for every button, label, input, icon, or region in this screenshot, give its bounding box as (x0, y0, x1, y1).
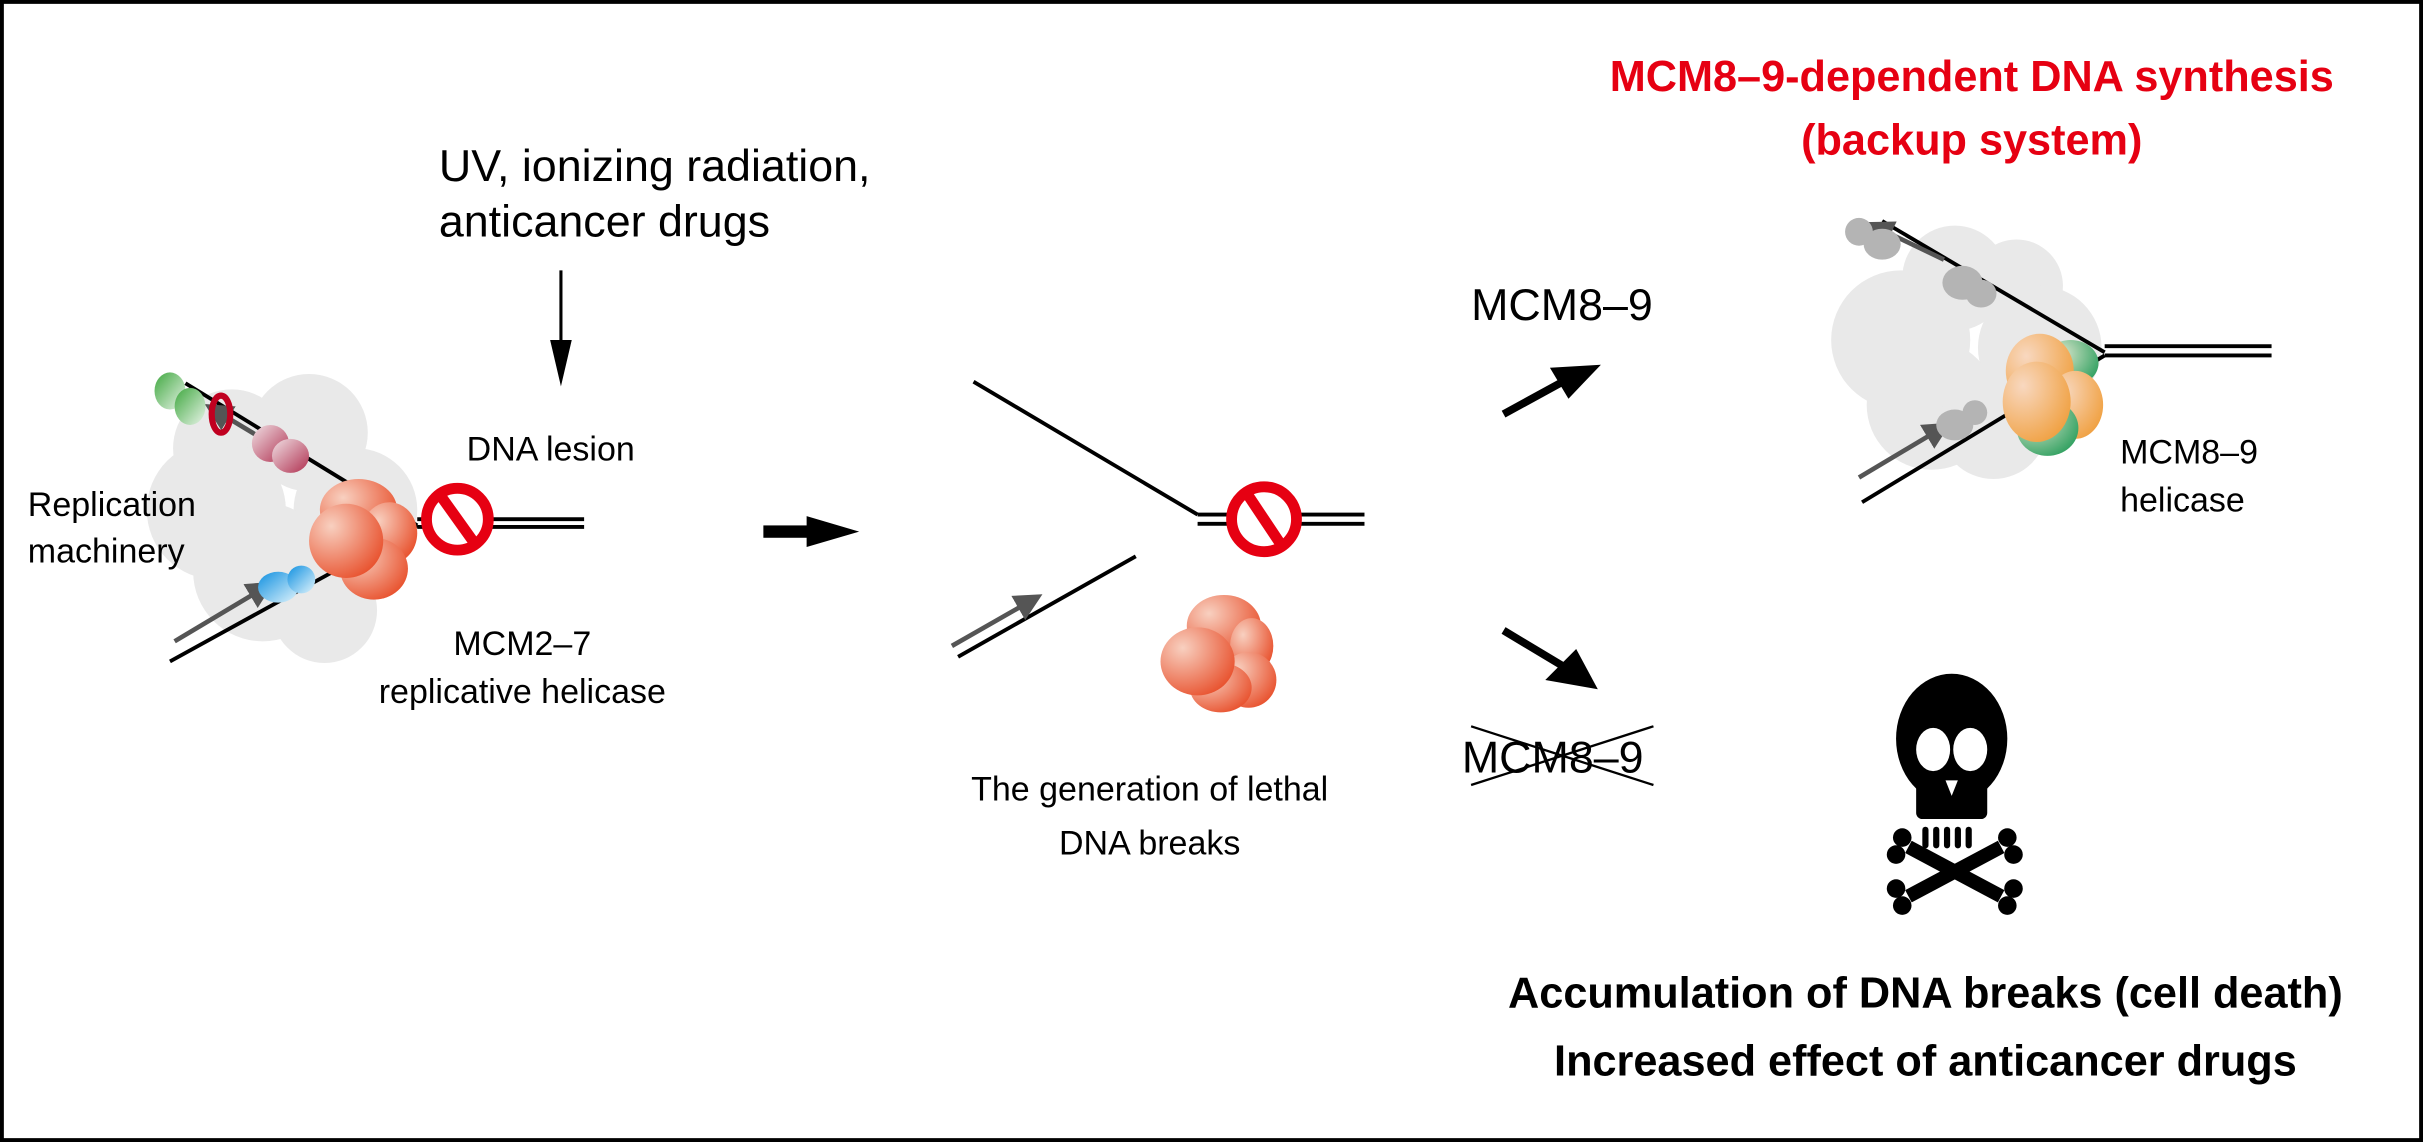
lesion-block-icon (1226, 481, 1302, 558)
mcm2-7-label: MCM2–7 (453, 625, 591, 663)
stage2-fork-collapse: The generation of lethal DNA breaks (950, 380, 1365, 863)
dna-lesion-label: DNA lesion (467, 431, 635, 469)
lesion-block-icon (421, 482, 494, 556)
strikethrough (1470, 725, 1654, 787)
outcome-text: Accumulation of DNA breaks (cell death) (1508, 970, 2343, 1018)
replication-machinery-label: Replication (28, 486, 196, 524)
broken-strand (957, 554, 1137, 659)
outcome-text-2: Increased effect of anticancer drugs (1554, 1038, 2297, 1086)
right-arrow-icon (763, 516, 860, 548)
mcm8-9-absent-label: MCM8–9 (1462, 725, 1654, 787)
down-right-arrow-icon (1501, 627, 1598, 690)
protein-pink (251, 424, 310, 473)
protein-blue (258, 565, 316, 603)
damage-cause-label-2: anticancer drugs (439, 196, 770, 246)
detached-mcm2-7-helicase (1160, 594, 1277, 713)
mcm2-7-label-2: replicative helicase (379, 673, 666, 711)
mcm8-9-helicase-label: MCM8–9 (2120, 434, 2258, 472)
protein-green (154, 372, 206, 425)
stage3-mcm8-9-loss: MCM8–9 Accumulation of DN (1462, 627, 2343, 1086)
down-arrow-icon (550, 270, 572, 387)
mcm8-9-helicase-label-2: helicase (2120, 482, 2245, 520)
backup-title: MCM8–9-dependent DNA synthesis (1610, 53, 2334, 101)
stage3-backup-pathway: MCM8–9-dependent DNA synthesis (backup s… (1471, 53, 2334, 519)
up-right-arrow-icon (1501, 364, 1601, 418)
pcna-ring (208, 392, 234, 436)
mcm2-7-helicase (309, 479, 418, 600)
backup-title-2: (backup system) (1801, 117, 2142, 165)
nascent-strand-arrow-icon (173, 581, 275, 644)
stage1-replication-fork: UV, ionizing radiation, anticancer drugs… (28, 141, 871, 711)
mcm8-9-pathway-label: MCM8–9 (1471, 280, 1653, 330)
polymerase-gray (1845, 217, 1997, 441)
damage-cause-label: UV, ionizing radiation, (439, 141, 871, 191)
nascent-strand-arrow-icon (1857, 422, 1952, 480)
dna-breaks-caption-2: DNA breaks (1059, 825, 1240, 863)
dna-breaks-caption: The generation of lethal (971, 770, 1328, 808)
nascent-strand-arrow-icon (950, 594, 1043, 648)
mcm8-9-helicase (2002, 333, 2104, 456)
skull-crossbones-icon (1886, 673, 2023, 915)
replication-machinery-label-2: machinery (28, 533, 185, 571)
